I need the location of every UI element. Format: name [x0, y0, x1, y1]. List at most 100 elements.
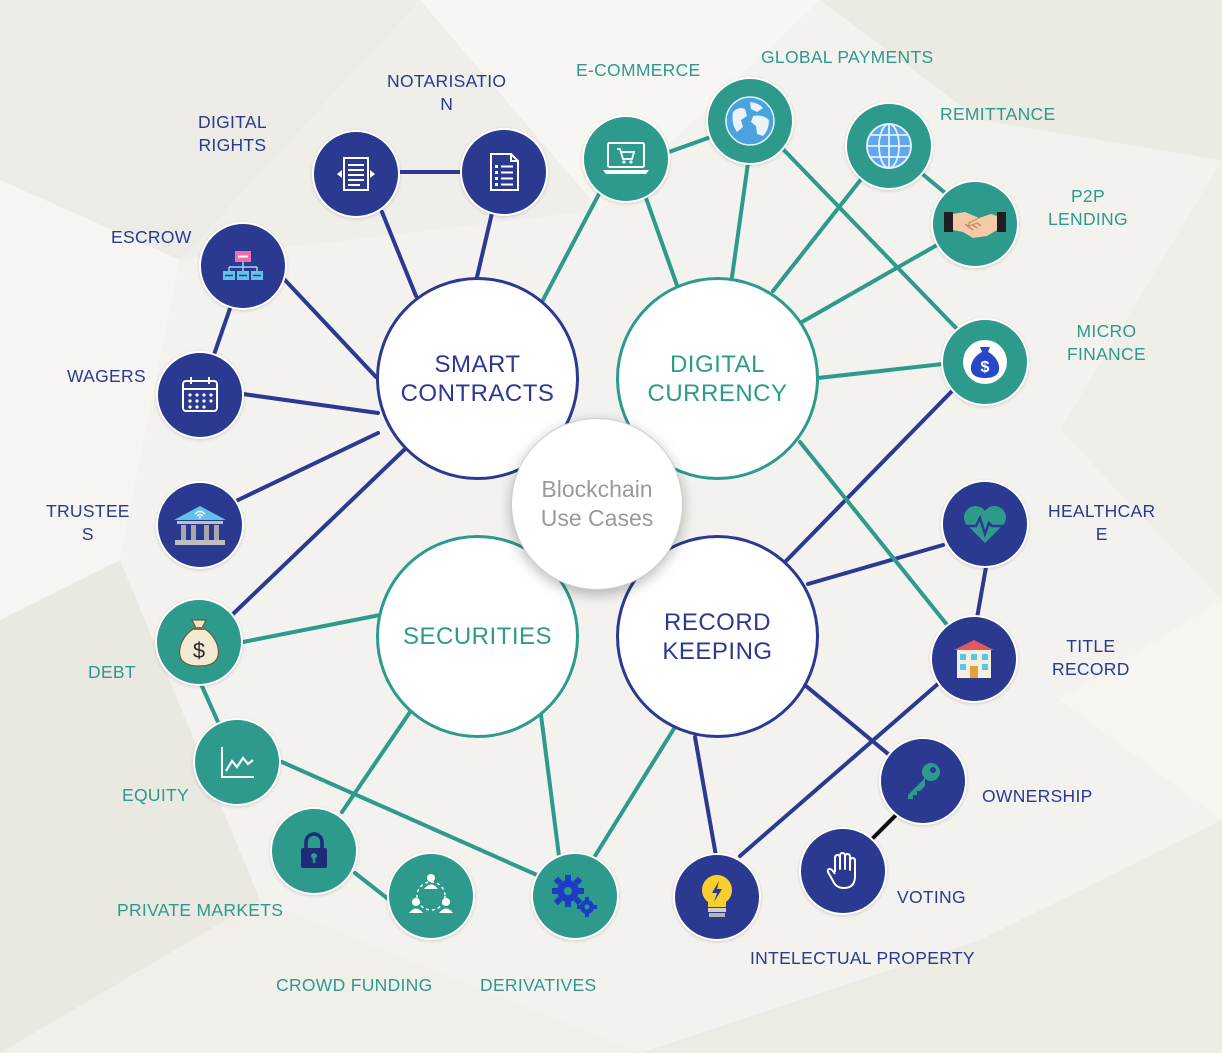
label-notarisation-line2: N — [440, 94, 454, 114]
line-debt-equity — [199, 682, 220, 724]
globe-grid-icon — [866, 123, 912, 169]
hub-record-keeping-line1: RECORD — [663, 608, 771, 636]
org-chart-icon — [223, 251, 263, 280]
label-p2p-lending-line2: LENDING — [1048, 209, 1128, 229]
line-smart-wagers — [241, 392, 380, 415]
label-micro-finance-line2: FINANCE — [1067, 344, 1146, 364]
label-title-record-line1: TITLE — [1066, 636, 1116, 656]
center-line1: Blockchain — [541, 476, 653, 502]
svg-text:$: $ — [193, 638, 205, 663]
node-digital-rights — [312, 130, 400, 218]
node-voting — [799, 827, 887, 915]
hand-icon — [826, 852, 856, 889]
building-icon — [954, 640, 994, 678]
label-trustees-line1: TRUSTEE — [46, 501, 130, 521]
label-global-payments-line1: GLOBAL PAYMENTS — [761, 47, 934, 67]
label-crowd-funding-line1: CROWD FUNDING — [276, 975, 433, 995]
label-healthcare: HEALTHCAR E — [1048, 500, 1155, 546]
line-smart-debt — [231, 447, 407, 616]
line-ecommerce-global — [667, 136, 710, 154]
label-trustees-line2: S — [81, 524, 94, 544]
node-remittance — [845, 102, 933, 190]
checklist-icon — [490, 153, 519, 191]
label-intellectual-property: INTELECTUAL PROPERTY — [750, 947, 975, 970]
label-crowd-funding: CROWD FUNDING — [276, 974, 433, 997]
node-p2p-lending — [931, 180, 1019, 268]
bank-icon — [174, 506, 226, 545]
money-bag-icon: $ — [179, 619, 219, 667]
hub-smart-contracts-line1: SMART — [434, 350, 521, 378]
label-title-record: TITLE RECORD — [1052, 635, 1130, 681]
line-smart-escrow — [282, 277, 378, 379]
calendar-icon — [182, 377, 218, 412]
node-title-record — [930, 615, 1018, 703]
node-intellectual-property — [673, 853, 761, 941]
label-trustees: TRUSTEE S — [46, 500, 130, 546]
document-icon — [337, 157, 375, 191]
label-title-record-line2: RECORD — [1052, 659, 1130, 679]
label-digital-rights-line2: RIGHTS — [198, 135, 267, 155]
label-ownership: OWNERSHIP — [982, 785, 1093, 808]
line-derivatives-record — [593, 725, 677, 858]
hub-digital-currency-line2: CURRENCY — [647, 379, 788, 407]
hub-record-keeping-line2: KEEPING — [662, 637, 773, 665]
gears-icon — [552, 875, 597, 917]
label-ecommerce-line1: E-COMMERCE — [576, 60, 701, 80]
label-debt-line1: DEBT — [88, 662, 136, 682]
label-voting-line1: VOTING — [897, 887, 966, 907]
label-p2p-lending: P2P LENDING — [1048, 185, 1128, 231]
label-ecommerce: E-COMMERCE — [576, 59, 701, 82]
lightbulb-icon — [702, 875, 732, 917]
label-healthcare-line2: E — [1095, 524, 1108, 544]
line-private-crowd — [353, 871, 394, 904]
line-currency-remittance — [771, 176, 864, 293]
label-micro-finance-line1: MICRO — [1076, 321, 1137, 341]
center-line2: Use Cases — [540, 505, 654, 531]
dollar-bag-icon: $ — [963, 340, 1007, 384]
line-smart-trustees — [234, 431, 380, 503]
label-wagers: WAGERS — [67, 365, 146, 388]
line-securities-derivatives — [539, 713, 561, 858]
heartbeat-icon — [963, 505, 1007, 543]
node-crowd-funding — [387, 852, 475, 940]
svg-text:$: $ — [981, 359, 990, 376]
node-equity — [193, 718, 281, 806]
label-notarisation-line1: NOTARISATIO — [387, 71, 507, 91]
label-micro-finance: MICRO FINANCE — [1067, 320, 1146, 366]
node-ownership — [879, 737, 967, 825]
node-ecommerce — [582, 115, 670, 203]
label-notarisation: NOTARISATIO N — [387, 70, 506, 116]
globe-icon — [725, 96, 775, 146]
hub-securities-line1: SECURITIES — [402, 623, 553, 650]
node-debt: $ — [155, 598, 243, 686]
people-network-icon — [409, 874, 453, 913]
label-equity-line1: EQUITY — [122, 785, 189, 805]
line-currency-p2p — [800, 243, 939, 324]
line-healthcare-title — [975, 565, 988, 620]
line-smart-ecommerce — [541, 190, 602, 302]
label-digital-rights-line1: DIGITAL — [198, 112, 267, 132]
node-derivatives — [531, 852, 619, 940]
hub-smart-contracts-line2: CONTRACTS — [400, 379, 555, 407]
line-currency-ecommerce — [644, 196, 681, 293]
node-global-payments — [706, 77, 794, 165]
label-derivatives: DERIVATIVES — [480, 974, 596, 997]
line-record-ownership — [804, 684, 895, 760]
label-debt: DEBT — [88, 661, 136, 684]
line-record-micro-finance — [784, 386, 957, 563]
line-equity-derivatives — [280, 760, 539, 877]
label-healthcare-line1: HEALTHCAR — [1048, 501, 1156, 521]
node-escrow — [199, 222, 287, 310]
line-smart-notarisation — [475, 211, 494, 279]
node-wagers — [156, 351, 244, 439]
label-wagers-line1: WAGERS — [67, 366, 146, 386]
node-healthcare — [941, 480, 1029, 568]
label-private-markets: PRIVATE MARKETS — [117, 899, 283, 922]
line-record-ip — [693, 735, 718, 858]
label-intellectual-property-line1: INTELECTUAL PROPERTY — [750, 948, 975, 968]
line-global-micro — [778, 144, 958, 330]
laptop-cart-icon — [603, 142, 649, 174]
